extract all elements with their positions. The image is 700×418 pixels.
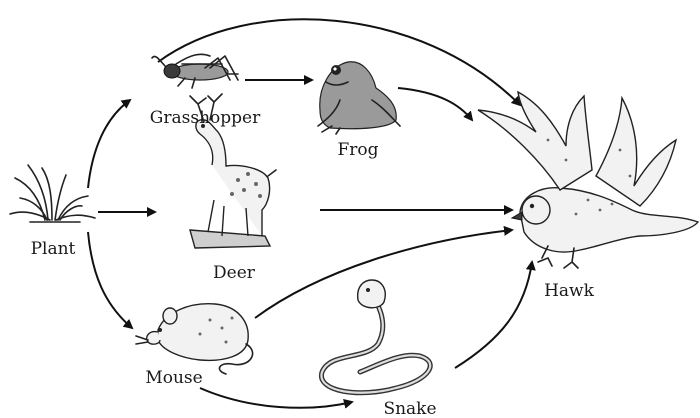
arrow-mouse-to-hawk bbox=[255, 230, 512, 318]
grasshopper-label: Grasshopper bbox=[150, 108, 261, 128]
plant-illustration bbox=[10, 165, 95, 222]
frog-label: Frog bbox=[337, 140, 378, 160]
grasshopper-illustration bbox=[152, 54, 238, 88]
arrow-frog-to-hawk bbox=[398, 88, 472, 120]
mouse-illustration bbox=[136, 304, 253, 374]
arrow-plant-to-grasshopper bbox=[88, 100, 130, 188]
snake-label: Snake bbox=[383, 399, 436, 418]
snake-illustration bbox=[321, 280, 430, 393]
arrow-mouse-to-snake bbox=[200, 388, 352, 408]
labels: Plant Grasshopper Frog Deer Hawk Mouse S… bbox=[31, 108, 595, 418]
hawk-illustration bbox=[478, 92, 698, 268]
plant-label: Plant bbox=[31, 239, 76, 259]
hawk-label: Hawk bbox=[544, 281, 595, 301]
arrows bbox=[88, 19, 532, 407]
deer-label: Deer bbox=[213, 263, 256, 283]
frog-illustration bbox=[318, 62, 400, 134]
arrow-plant-to-mouse bbox=[88, 232, 132, 328]
mouse-label: Mouse bbox=[145, 368, 202, 388]
arrow-snake-to-hawk bbox=[455, 262, 532, 368]
